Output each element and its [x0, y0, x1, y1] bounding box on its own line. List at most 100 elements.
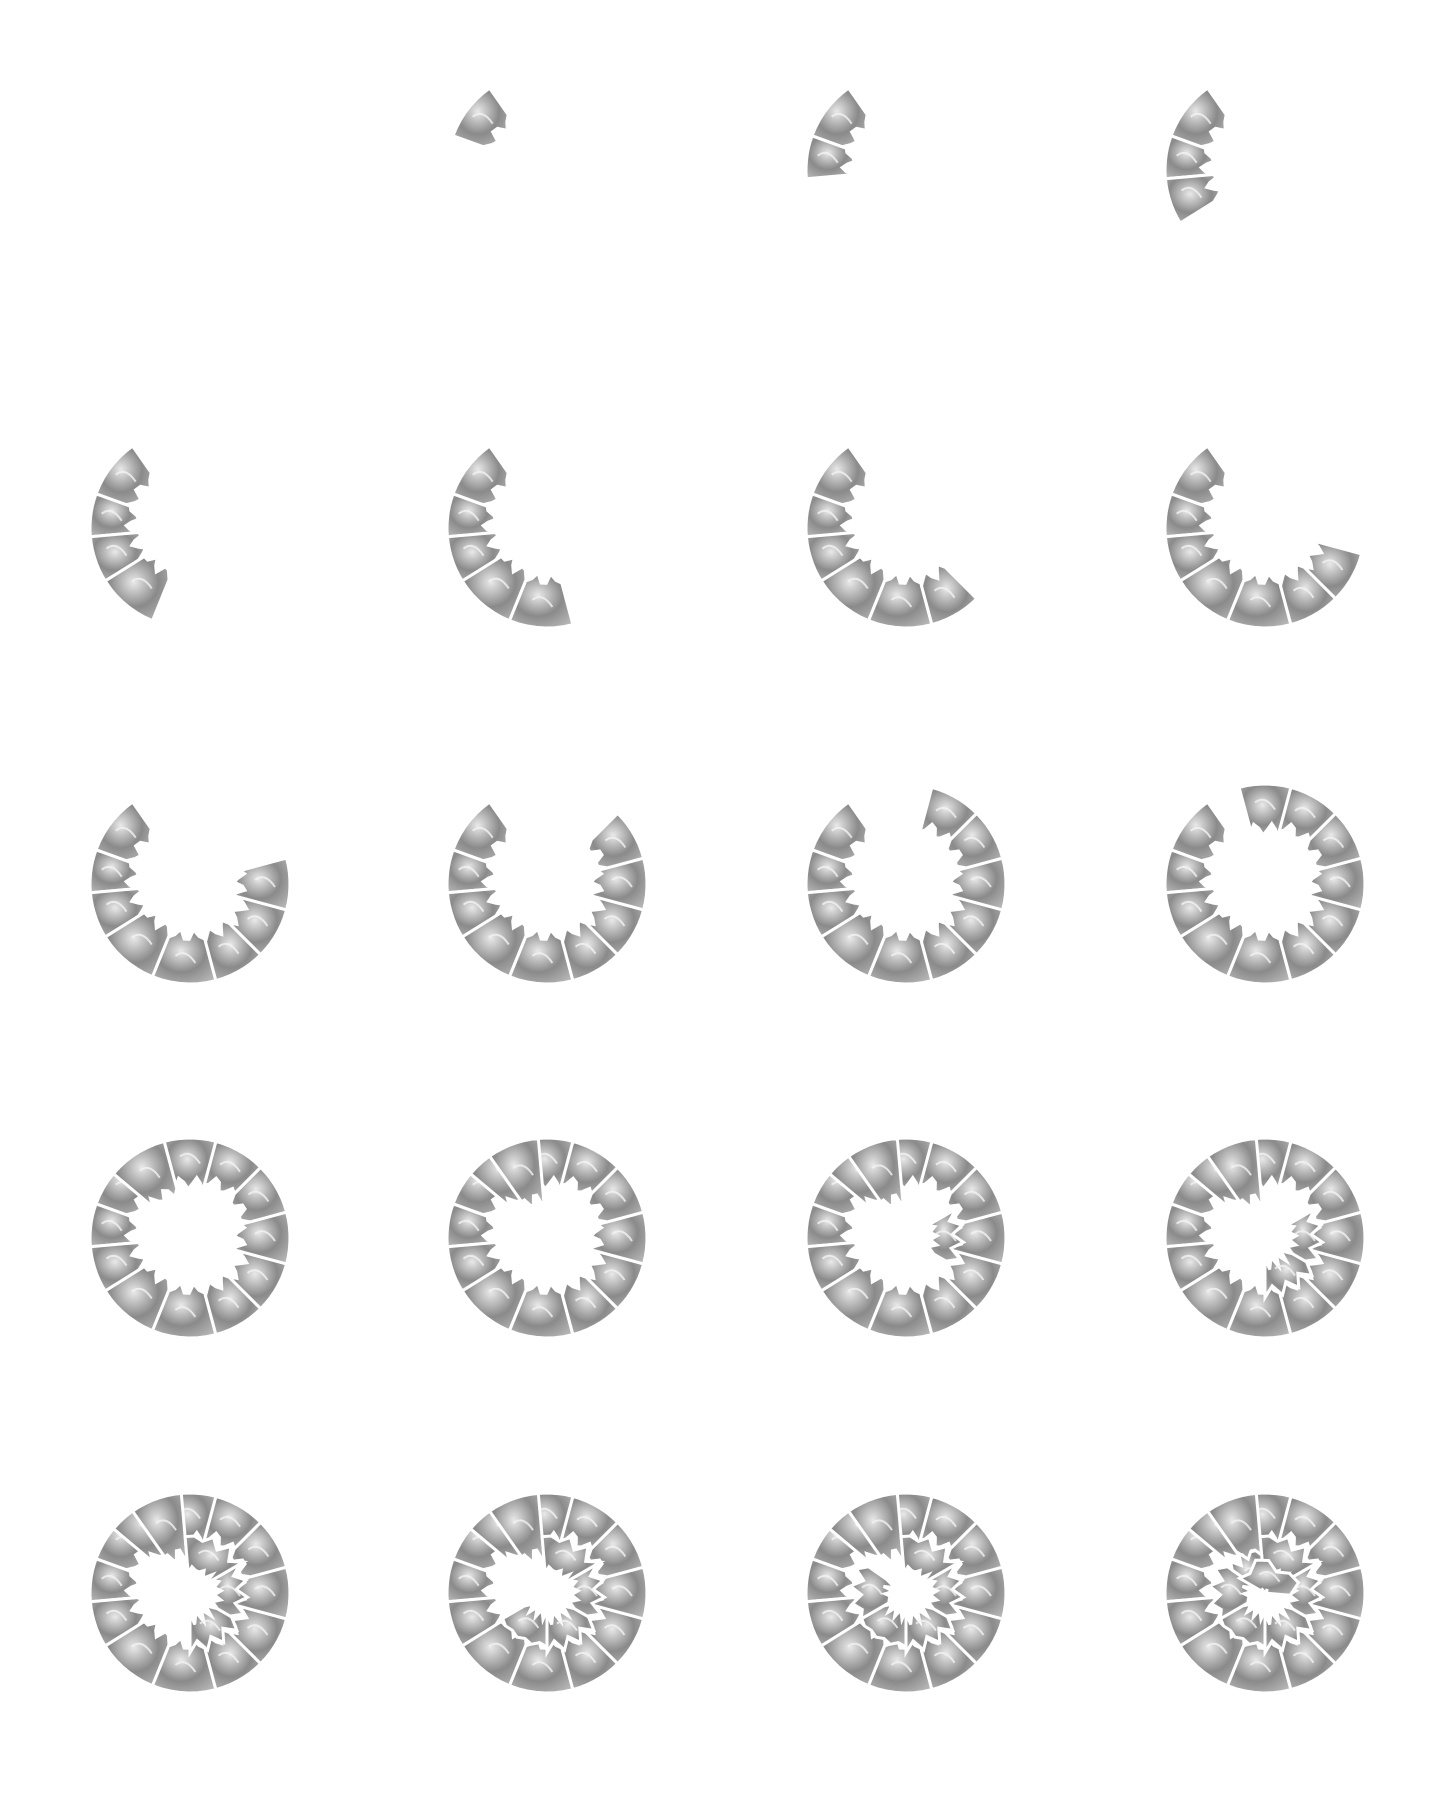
sprite-frame	[1155, 418, 1375, 638]
glass-fragment	[103, 1264, 171, 1333]
sprite-frame	[1155, 774, 1375, 994]
glass-fragment	[88, 847, 141, 895]
glass-fragment	[587, 856, 649, 912]
fragment-highlight	[1180, 544, 1203, 557]
fragment-highlight	[611, 876, 633, 888]
fragment-highlight	[604, 1545, 627, 1558]
fragment-highlight	[219, 1585, 241, 1597]
glass-fragment	[1263, 1248, 1315, 1303]
fragment-highlight	[1254, 798, 1276, 811]
fragment-highlight	[462, 1254, 485, 1267]
glass-fragment	[1205, 1136, 1264, 1208]
fragment-highlight	[970, 1230, 992, 1242]
shatter-frame-graphic	[804, 1136, 1008, 1340]
glass-fragment	[202, 1494, 263, 1552]
glass-fragment	[899, 1534, 965, 1586]
glass-fragment	[507, 1280, 575, 1340]
shatter-frame-graphic	[1163, 85, 1228, 226]
fragment-highlight	[1274, 1619, 1296, 1632]
fragment-highlight	[831, 112, 853, 125]
fragment-highlight	[246, 1624, 269, 1636]
glass-fragment	[919, 918, 979, 983]
shatter-frame-graphic	[445, 1491, 649, 1695]
glass-fragment	[445, 847, 498, 895]
glass-fragment	[1278, 918, 1338, 983]
glass-fragment	[1163, 133, 1216, 181]
fragment-highlight	[933, 1296, 956, 1309]
fragment-highlight	[935, 1585, 957, 1597]
glass-fragment	[1299, 894, 1364, 957]
fragment-highlight	[131, 1287, 153, 1300]
fragment-highlight	[139, 1166, 161, 1179]
glass-fragment	[460, 910, 528, 979]
fragment-highlight	[254, 1230, 276, 1242]
fragment-highlight	[488, 577, 510, 590]
glass-fragment	[451, 443, 510, 507]
fragment-highlight	[1321, 915, 1344, 927]
fragment-highlight	[472, 826, 494, 839]
fragment-highlight	[1274, 1264, 1296, 1277]
glass-fragment	[202, 1139, 263, 1197]
fragment-highlight	[611, 1585, 633, 1597]
shatter-frame-graphic	[88, 443, 171, 623]
sprite-frame	[1155, 1128, 1375, 1348]
fragment-highlight	[935, 1160, 957, 1173]
fragment-highlight	[219, 1160, 241, 1173]
fragment-highlight	[576, 1515, 598, 1528]
fragment-highlight	[817, 509, 839, 522]
fragment-highlight	[1206, 1287, 1228, 1300]
glass-fragment	[559, 1494, 620, 1552]
fragment-highlight	[1206, 577, 1228, 590]
fragment-highlight	[1322, 1190, 1345, 1203]
glass-fragment	[445, 1201, 498, 1249]
glass-fragment	[224, 894, 289, 957]
glass-fragment	[445, 886, 505, 940]
glass-fragment	[1178, 554, 1246, 623]
fragment-highlight	[935, 806, 957, 819]
fragment-highlight	[247, 1190, 270, 1203]
glass-fragment	[445, 1595, 505, 1649]
fragment-highlight	[1249, 1661, 1272, 1673]
fragment-highlight	[963, 836, 986, 849]
glass-fragment	[1169, 85, 1228, 149]
shatter-frame-graphic	[445, 1136, 649, 1340]
glass-fragment	[88, 1201, 141, 1249]
glass-fragment	[150, 1280, 218, 1340]
glass-fragment	[923, 1205, 967, 1263]
fragment-highlight	[246, 915, 269, 927]
shatter-frame-graphic	[804, 785, 1008, 986]
fragment-highlight	[131, 933, 153, 946]
fragment-highlight	[531, 596, 554, 608]
fragment-highlight	[1258, 1570, 1281, 1583]
sprite-frame	[80, 1128, 300, 1348]
glass-fragment	[945, 811, 1005, 870]
glass-fragment	[500, 1601, 549, 1650]
fragment-highlight	[847, 1642, 869, 1655]
fragment-highlight	[1180, 1609, 1203, 1622]
fragment-highlight	[217, 1296, 240, 1309]
fragment-highlight	[1249, 952, 1272, 964]
fragment-highlight	[574, 942, 597, 955]
sprite-frame	[796, 1483, 1016, 1703]
glass-fragment	[111, 1139, 179, 1211]
glass-fragment	[487, 1136, 546, 1208]
glass-fragment	[94, 443, 153, 507]
sprite-frame	[796, 1128, 1016, 1348]
glass-fragment	[445, 530, 505, 584]
fragment-highlight	[472, 470, 494, 483]
fragment-highlight	[847, 1287, 869, 1300]
glass-fragment	[587, 1210, 649, 1266]
shatter-frame-graphic	[445, 799, 649, 986]
sprite-frame	[796, 418, 1016, 638]
glass-fragment	[88, 1595, 148, 1649]
fragment-highlight	[1294, 806, 1316, 819]
glass-fragment	[1163, 172, 1223, 226]
glass-fragment	[451, 799, 510, 863]
sprite-frame	[80, 774, 300, 994]
glass-fragment	[940, 894, 1005, 957]
fragment-highlight	[935, 1515, 957, 1528]
glass-fragment	[1163, 847, 1216, 895]
glass-fragment	[1163, 1240, 1223, 1294]
fragment-highlight	[462, 1609, 485, 1622]
